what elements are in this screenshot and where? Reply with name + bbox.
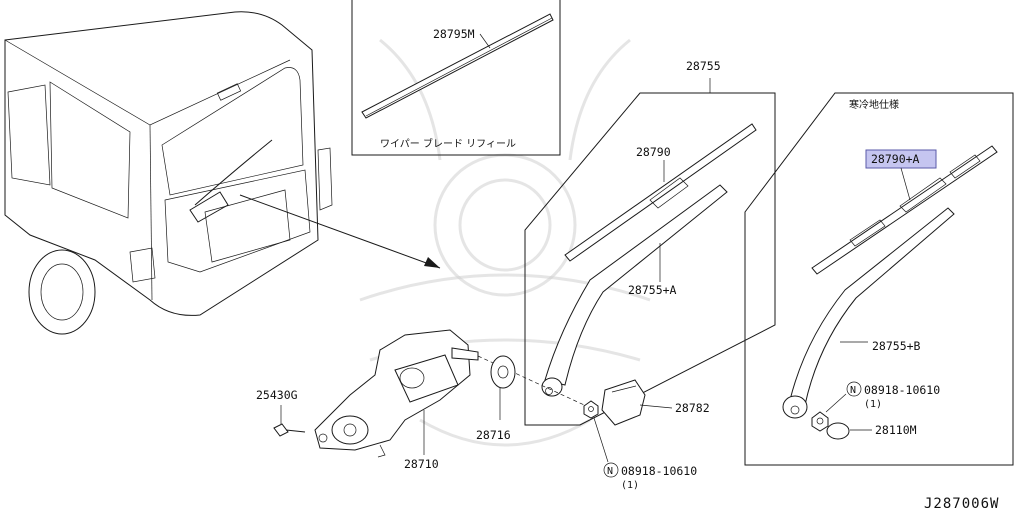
bolt-part-label: 25430G bbox=[256, 388, 298, 402]
bolt-25430G: 25430G bbox=[256, 388, 306, 437]
center-arm-box: 28755 28790 28755+A bbox=[524, 59, 776, 426]
cold-spec-label: 寒冷地仕様 bbox=[849, 98, 899, 111]
arm-cover-part-label: 28782 bbox=[675, 401, 710, 415]
nut-qty-label: (1) bbox=[621, 480, 639, 491]
cold-blade-part-label: 28790+A bbox=[871, 152, 920, 166]
refill-part-label: 28795M bbox=[433, 27, 475, 41]
cold-nut-symbol: N bbox=[850, 385, 856, 396]
van-illustration bbox=[4, 11, 333, 335]
nut-08918: N 08918-10610 (1) bbox=[583, 400, 697, 491]
arm-part-label: 28755+A bbox=[628, 283, 677, 297]
refill-inset-box: 28795M ワイパー ブレード リフィール bbox=[351, 0, 561, 156]
refill-caption: ワイパー ブレード リフィール bbox=[380, 137, 516, 150]
callout-arrow bbox=[239, 194, 441, 269]
cold-spec-box: 寒冷地仕様 28790+A 28755+B N 08918-10610 (1) … bbox=[744, 92, 1014, 466]
diagram-code: J287006W bbox=[924, 496, 999, 511]
cold-arm-part-label: 28755+B bbox=[872, 339, 921, 353]
nut-symbol: N bbox=[607, 466, 613, 477]
motor-part-label: 28710 bbox=[404, 457, 439, 471]
arm-cover-28782: 28782 bbox=[601, 379, 710, 426]
cold-nut-part-label: 08918-10610 bbox=[864, 383, 940, 397]
seal-part-label: 28716 bbox=[476, 428, 511, 442]
seal-28716: 28716 bbox=[476, 355, 516, 442]
wiper-motor bbox=[314, 329, 479, 458]
cold-nut-qty-label: (1) bbox=[864, 399, 882, 410]
cold-cap-part-label: 28110M bbox=[875, 423, 917, 437]
arm-assembly-header-label: 28755 bbox=[686, 59, 721, 73]
nut-part-label: 08918-10610 bbox=[621, 464, 697, 478]
blade-part-label: 28790 bbox=[636, 145, 671, 159]
